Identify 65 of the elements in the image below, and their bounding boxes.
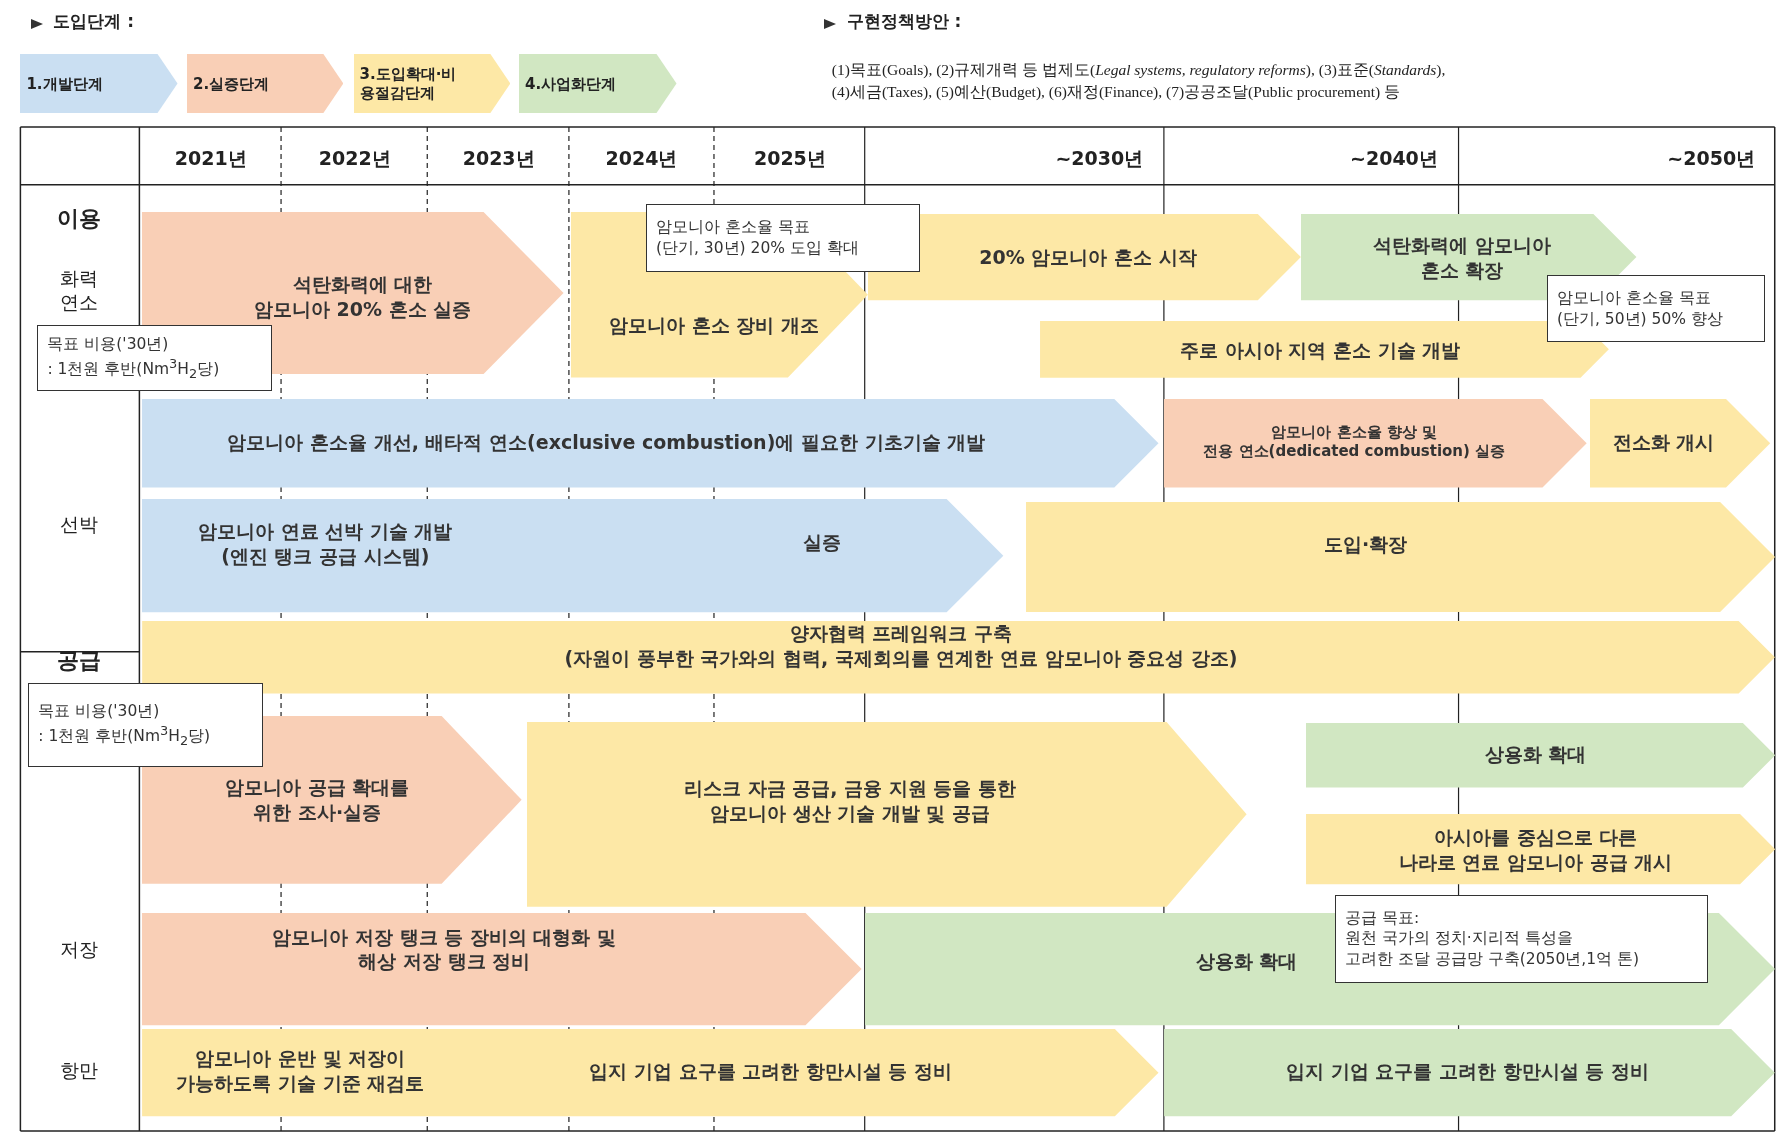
- bar-text: 상용화 확대: [1484, 741, 1587, 766]
- bar-text: 입지 기업 요구를 고려한 항만시설 등 정비: [1286, 1058, 1649, 1084]
- row-label: 저장: [60, 937, 99, 962]
- bar-text: 입지 기업 요구를 고려한 항만시설 등 정비: [589, 1058, 952, 1084]
- bar-text: 20% 암모니아 혼소 시작: [979, 244, 1197, 270]
- roadmap-bar: [1025, 502, 1775, 612]
- bar-text: 암모니아 혼소율 개선, 배타적 연소(exclusive combustion)에 필요한 기초기술 개발: [227, 429, 986, 455]
- legend-text: 1.개발단계: [26, 74, 104, 94]
- year-header: 2021년: [174, 146, 247, 171]
- row-label: 선박: [60, 512, 99, 537]
- year-header: 2022년: [318, 146, 391, 171]
- row-label: 이용: [57, 204, 102, 233]
- legend-text: 3.도입확대·비용절감단계: [359, 65, 458, 103]
- note-box: [28, 683, 263, 768]
- bar-text: 암모니아 혼소 장비 개조: [609, 312, 819, 338]
- note-text: 암모니아 혼소율 목표 (단기, 30년) 20% 도입 확대: [655, 217, 859, 259]
- year-header: ~2050년: [1667, 146, 1756, 171]
- bar-text: 주로 아시아 지역 혼소 기술 개발: [1180, 337, 1461, 363]
- roadmap-bar: [141, 1029, 1159, 1117]
- bar-text: 암모니아 공급 확대를 위한 조사·실증: [225, 775, 410, 825]
- note-text: 목표 비용('30년) : 1천원 후반(Nm$^{3}$H$_{2}$당): [47, 333, 220, 383]
- roadmap-bar: [141, 621, 1775, 694]
- row-label: 화력 연소: [60, 267, 99, 315]
- roadmap-bar: [141, 498, 1003, 612]
- bar-text: 상용화 확대: [1195, 948, 1298, 974]
- roadmap-bar: [1305, 813, 1775, 884]
- bar-text: 암모니아 저장 탱크 등 장비의 대형화 및 해상 저장 탱크 정비: [272, 925, 617, 975]
- bar-text: 실증: [802, 529, 841, 555]
- legend-text: 2.실증단계: [193, 74, 271, 94]
- roadmap-bar: [1590, 398, 1771, 488]
- note-box: [1546, 275, 1765, 343]
- year-header: ~2030년: [1055, 146, 1144, 171]
- bar-text: 아시아를 중심으로 다른 나라로 연료 암모니아 공급 개시: [1398, 825, 1673, 875]
- roadmap-bar: [1163, 1029, 1775, 1117]
- bar-text: 양자협력 프레임워크 구축 (자원이 풍부한 국가와의 협력, 국제회의를 연계한 연료 암모니아 중요성 강조): [564, 621, 1238, 671]
- bar-text: 리스크 자금 공급, 금융 지원 등을 통한 암모니아 생산 기술 개발 및 공급: [684, 776, 1016, 826]
- year-header: 2025년: [753, 146, 826, 171]
- note-box: [37, 325, 272, 391]
- roadmap-bar: [526, 721, 1247, 907]
- bar-text: 석탄화력에 암모니아 혼소 확장: [1373, 233, 1551, 284]
- year-header: ~2040년: [1350, 146, 1438, 171]
- row-label: 공급: [57, 646, 102, 675]
- roadmap-bar: [1163, 398, 1587, 488]
- roadmap-bar: [1305, 723, 1775, 788]
- row-label: 항만: [60, 1059, 99, 1083]
- note-box: [645, 204, 921, 272]
- note-text: 공급 목표: 원천 국가의 정치·지리적 특성을 고려한 조달 공급망 구축(2050년,1억 톤): [1345, 907, 1640, 971]
- bar-text: 암모니아 연료 선박 기술 개발 (엔진 탱크 공급 시스템): [198, 519, 453, 569]
- year-header: 2024년: [605, 146, 678, 171]
- year-header: 2023년: [462, 146, 535, 171]
- legend-text: 4.사업화단계: [525, 74, 618, 94]
- bar-text: 암모니아 운반 및 저장이 가능하도록 기술 기준 재검토: [176, 1046, 425, 1096]
- note-text: (1)목표(Goals), (2)규제개력 등 법제도(Legal systems, regulatory reforms), (3)표준(Standards), (4)세금(Taxes), (5)예산(Budget), (6)재정(Finance), (7)공공조달(Public procurement) 등: [831, 59, 1446, 103]
- note-box: [1335, 895, 1708, 983]
- bar-text: 도입·확장: [1324, 531, 1408, 557]
- section-heading: 구현정책방안 :: [846, 11, 962, 33]
- bar-text: 암모니아 혼소율 향상 및 전용 연소(dedicated combustion) 실증: [1203, 422, 1506, 462]
- roadmap-bar: [868, 214, 1301, 301]
- note-text: 목표 비용('30년) : 1천원 후반(Nm$^{3}$H$_{2}$당): [38, 701, 211, 750]
- section-heading: 도입단계 :: [53, 11, 134, 33]
- bar-text: 전소화 개시: [1612, 429, 1715, 455]
- bar-text: 석탄화력에 대한 암모니아 20% 혼소 실증: [254, 272, 472, 322]
- note-text: 암모니아 혼소율 목표 (단기, 50년) 50% 향상: [1556, 287, 1723, 330]
- roadmap-bar: [141, 398, 1159, 488]
- roadmap-bar: [141, 913, 862, 1026]
